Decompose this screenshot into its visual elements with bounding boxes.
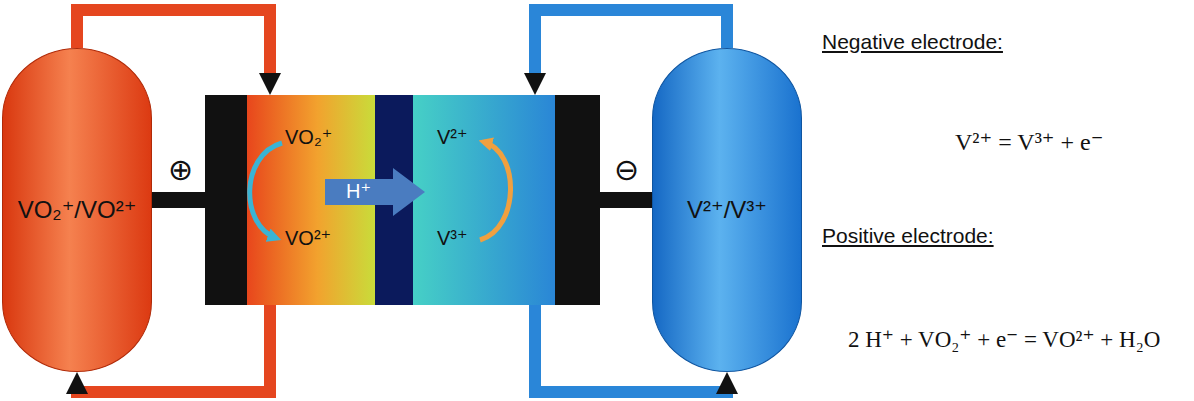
negative-half-cell (413, 95, 555, 305)
proton-arrow (325, 168, 425, 216)
electrode-heading: Positive electrode: (822, 224, 994, 248)
species-label: V²⁺ (437, 125, 468, 149)
cell-stack: VO₂⁺ VO²⁺ H⁺ V²⁺ V³⁺ (205, 95, 600, 305)
tank-label: V²⁺/V³⁺ (687, 196, 767, 224)
negative-electrode (555, 95, 600, 305)
species-label: VO₂⁺ (285, 125, 332, 149)
half-reaction: V²⁺ = V³⁺ + e⁻ (955, 128, 1103, 156)
half-reaction: 2 H⁺ + VO₂⁺ + e⁻ = VO²⁺ + H₂O (848, 326, 1160, 353)
positive-terminal (150, 192, 208, 208)
electrolyte-tank: V²⁺/V³⁺ (652, 48, 802, 372)
species-label: V³⁺ (437, 226, 468, 250)
polarity-symbol: ⊕ (168, 152, 193, 187)
ion-label: H⁺ (346, 179, 371, 203)
species-label: VO²⁺ (285, 226, 331, 250)
electrode-heading: Negative electrode: (822, 30, 1003, 54)
polarity-symbol: ⊖ (614, 152, 639, 187)
oxidation-arrow (480, 142, 511, 240)
negative-terminal (597, 192, 655, 208)
reduction-arrow (250, 143, 282, 238)
positive-electrode (205, 95, 247, 305)
electrolyte-tank: VO₂⁺/VO²⁺ (2, 48, 152, 372)
positive-half-cell (247, 95, 375, 305)
tank-label: VO₂⁺/VO²⁺ (18, 196, 137, 224)
